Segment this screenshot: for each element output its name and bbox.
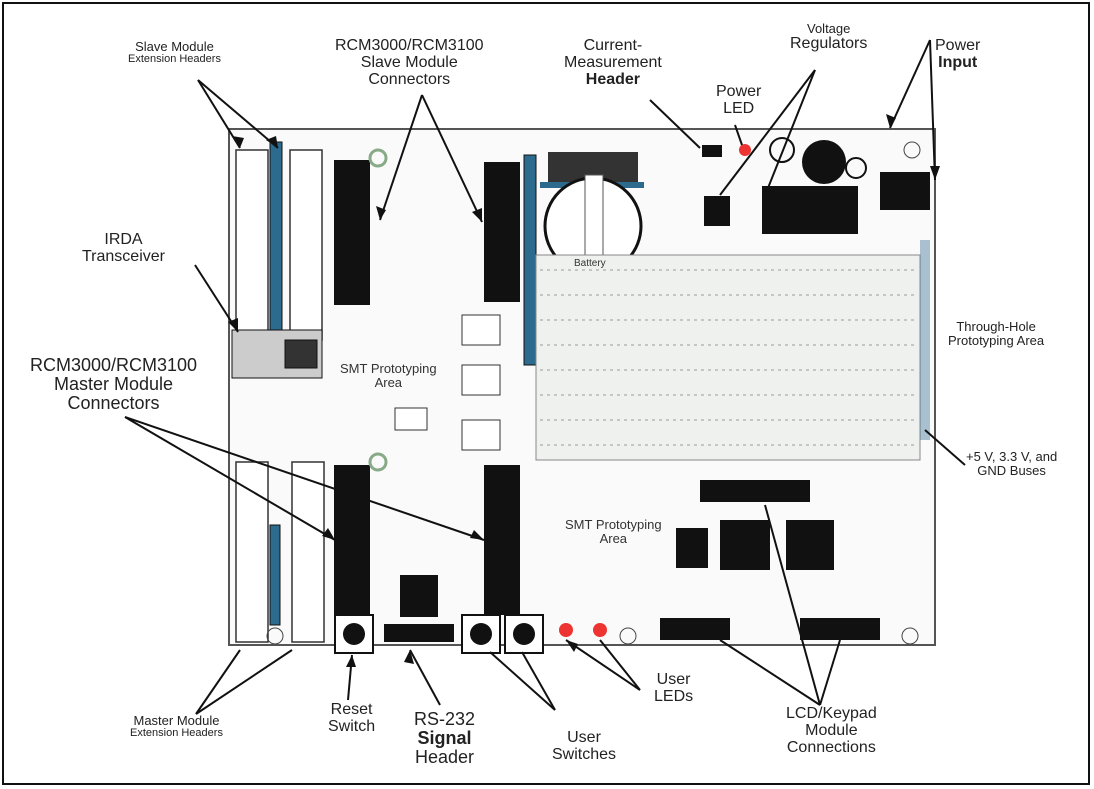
- label-lcd: LCD/Keypad Module Connections: [786, 706, 877, 756]
- irda-line-2: Transceiver: [82, 249, 165, 266]
- label-slave-conn: RCM3000/RCM3100 Slave Module Connectors: [335, 38, 484, 88]
- label-master-ext: Master Module Extension Headers: [130, 714, 223, 739]
- lcd-line-3: Connections: [786, 740, 877, 757]
- label-through-hole: Through-Hole Prototyping Area: [948, 320, 1044, 347]
- power-led-line-2: LED: [716, 101, 761, 118]
- rs232-area: [384, 575, 454, 642]
- voltage-line-2: Regulators: [790, 36, 867, 53]
- slave-module-connectors: [334, 150, 520, 305]
- smt-area-1-line-1: SMT Prototyping: [340, 362, 437, 376]
- current-line-2: Measurement: [564, 55, 662, 72]
- battery-label: Battery: [574, 258, 606, 269]
- label-reset: Reset Switch: [328, 702, 375, 736]
- user-led-2: [593, 623, 607, 637]
- master-ext-line-1: Master Module: [130, 714, 223, 728]
- label-slave-ext: Slave Module Extension Headers: [128, 40, 221, 65]
- user-led-1: [559, 623, 573, 637]
- slave-extension-headers: [236, 142, 322, 342]
- user-leds-line-2: LEDs: [654, 689, 693, 706]
- lcd-line-2: Module: [786, 723, 877, 740]
- master-ext-line-2: Extension Headers: [130, 728, 223, 740]
- label-rs232: RS-232 Signal Header: [414, 710, 475, 767]
- label-power-input: Power Input: [935, 38, 980, 72]
- current-line-1: Current-: [564, 38, 662, 55]
- user-sw-line-1: User: [552, 730, 616, 747]
- rs232-line-1: RS-232: [414, 710, 475, 729]
- smt-area-2-line-1: SMT Prototyping: [565, 518, 662, 532]
- buses-line-2: GND Buses: [966, 464, 1057, 478]
- slave-conn-line-1: RCM3000/RCM3100: [335, 38, 484, 55]
- user-sw-line-2: Switches: [552, 747, 616, 764]
- power-section: [702, 138, 930, 234]
- power-led-line-1: Power: [716, 84, 761, 101]
- voltage-line-1: Voltage: [790, 22, 867, 36]
- reset-line-1: Reset: [328, 702, 375, 719]
- label-power-led: Power LED: [716, 84, 761, 118]
- master-conn-line-1: RCM3000/RCM3100: [30, 356, 197, 375]
- label-buses: +5 V, 3.3 V, and GND Buses: [966, 450, 1057, 477]
- buses-line-1: +5 V, 3.3 V, and: [966, 450, 1057, 464]
- through-hole-line-2: Prototyping Area: [948, 334, 1044, 348]
- label-user-leds: User LEDs: [654, 672, 693, 706]
- master-conn-line-2: Master Module: [30, 375, 197, 394]
- lcd-connectors: [660, 480, 880, 640]
- slave-ext-line-2: Extension Headers: [128, 54, 221, 66]
- label-irda: IRDA Transceiver: [82, 232, 165, 266]
- smt-area-label-2: SMT Prototyping Area: [565, 518, 662, 547]
- user-leds-line-1: User: [654, 672, 693, 689]
- power-input-line-2: Input: [935, 55, 980, 72]
- master-conn-line-3: Connectors: [30, 394, 197, 413]
- smt-area-1-line-2: Area: [340, 376, 437, 390]
- power-input-line-1: Power: [935, 38, 980, 55]
- current-line-3: Header: [564, 72, 662, 89]
- rs232-line-3: Header: [414, 748, 475, 767]
- label-master-conn: RCM3000/RCM3100 Master Module Connectors: [30, 356, 197, 413]
- reset-line-2: Switch: [328, 719, 375, 736]
- slave-ext-line-1: Slave Module: [128, 40, 221, 54]
- rs232-line-2: Signal: [414, 729, 475, 748]
- smt-area-2-line-2: Area: [565, 532, 662, 546]
- slave-conn-line-3: Connectors: [335, 72, 484, 89]
- irda-line-1: IRDA: [82, 232, 165, 249]
- through-hole-line-1: Through-Hole: [948, 320, 1044, 334]
- label-user-switches: User Switches: [552, 730, 616, 764]
- smt-area-label-1: SMT Prototyping Area: [340, 362, 437, 391]
- lcd-line-1: LCD/Keypad: [786, 706, 877, 723]
- through-hole-grid: [536, 240, 930, 460]
- label-voltage: Voltage Regulators: [790, 22, 867, 52]
- label-current: Current- Measurement Header: [564, 38, 662, 88]
- slave-conn-line-2: Slave Module: [335, 55, 484, 72]
